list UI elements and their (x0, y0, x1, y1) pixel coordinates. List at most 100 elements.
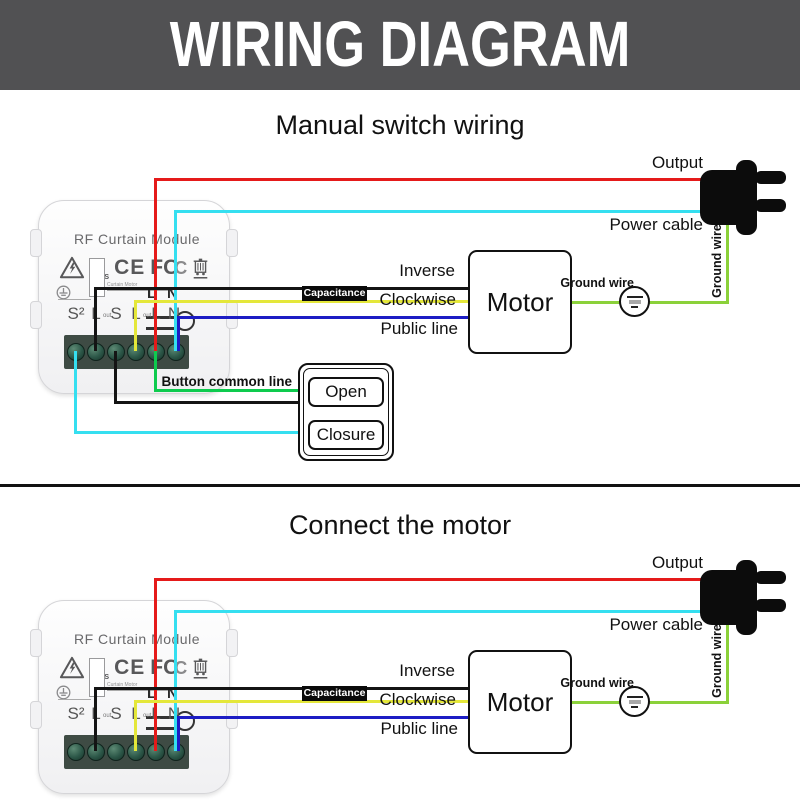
connect-the-motor-diagram: Connect the motor RF Curtain Module ✓ Ro… (0, 500, 800, 800)
ground-wire-vertical-label: Ground wire (710, 624, 724, 698)
section-title: Manual switch wiring (275, 110, 525, 140)
input-terminal-n-label: N (167, 685, 178, 702)
circuit-trace (96, 695, 97, 707)
clockwise-wire-vertical (133, 700, 137, 751)
motor-box: Motor (468, 650, 572, 754)
live-output-wire-horizontal (153, 178, 703, 181)
neutral-power-wire-horizontal (173, 610, 703, 613)
inverse-wire-horizontal (93, 687, 469, 690)
mini-diagram-label: Curtain Motor (107, 282, 138, 288)
ground-symbol-icon (619, 286, 650, 317)
mounting-clip (226, 629, 238, 657)
weee-bin-icon (193, 658, 208, 679)
closure-button-wire-vertical (73, 351, 77, 434)
plug-prong (755, 199, 786, 212)
output-label: Output (651, 553, 703, 572)
page-title: WIRING DIAGRAM (169, 8, 631, 80)
section-divider (0, 484, 800, 487)
ground-wire-vertical-label: Ground wire (710, 224, 724, 298)
inverse-label: Inverse (399, 661, 455, 680)
ground-bar (628, 299, 641, 304)
power-cable-label: Power cable (609, 615, 703, 634)
circuit-trace (96, 295, 97, 307)
ground-bar (628, 699, 641, 704)
inverse-label: Inverse (399, 261, 455, 280)
plug-prong (755, 599, 786, 612)
terminal-sub-out: out (103, 313, 112, 319)
relay-component (89, 658, 105, 697)
section-title: Connect the motor (288, 510, 512, 540)
wall-switch-frame (303, 368, 389, 456)
pairing-line (146, 327, 176, 330)
input-terminal-n-label: N (167, 285, 178, 302)
terminal-sub-out: out (103, 713, 112, 719)
ground-symbol-icon (619, 686, 650, 717)
power-cable-label: Power cable (609, 215, 703, 234)
ground-wire-vertical (726, 225, 729, 303)
earth-ground-icon (56, 285, 71, 300)
ce-mark: CE (114, 256, 146, 279)
pairing-line (146, 716, 176, 719)
power-plug-icon (700, 170, 740, 225)
motor-label: Motor (486, 286, 554, 317)
capacitance-badge: Capacitance (302, 686, 367, 701)
clockwise-wire-horizontal (133, 700, 469, 703)
public-line-label: Public line (380, 319, 459, 338)
clockwise-wire-horizontal (133, 300, 469, 303)
terminal-sub-out: out (143, 713, 152, 719)
input-terminal-l-label: L (147, 685, 157, 702)
public-line-wire-vertical (177, 716, 180, 751)
circuit-trace (107, 290, 173, 291)
clockwise-label: Clockwise (379, 290, 456, 309)
power-plug-icon (700, 570, 740, 625)
mounting-clip (30, 701, 42, 729)
circuit-trace (58, 699, 91, 700)
certification-icons: ✓ RoHS CE FCC (59, 653, 209, 683)
ce-mark: CE (114, 656, 146, 679)
terminal-label-s2: S (110, 304, 122, 323)
public-line-wire-horizontal (177, 716, 468, 719)
motor-box: Motor (468, 250, 572, 354)
terminal-block (64, 735, 189, 769)
circuit-trace (58, 299, 91, 300)
open-button-wire-vertical (113, 351, 117, 404)
ground-wire-vertical (726, 625, 729, 703)
mounting-clip (226, 701, 238, 729)
open-button-wire-horizontal (113, 401, 300, 404)
inverse-wire-vertical (93, 687, 97, 751)
terminal-label-s1: S² (67, 704, 85, 723)
neutral-power-wire-vertical (173, 610, 177, 751)
public-line-wire-horizontal (177, 316, 468, 319)
fcc-mark-outline: C (174, 657, 188, 678)
wall-switch-panel: Open Closure (298, 363, 394, 461)
fcc-mark-outline: C (174, 257, 188, 278)
manual-switch-wiring-diagram: Manual switch wiring RF Curtain Module ✓… (0, 100, 800, 500)
terminal-screw-s1 (67, 743, 85, 761)
terminal-block (64, 335, 189, 369)
ground-bar (626, 695, 643, 698)
clockwise-label: Clockwise (379, 690, 456, 709)
inverse-wire-horizontal (93, 287, 469, 290)
mounting-clip (30, 629, 42, 657)
pairing-line (146, 316, 176, 319)
clockwise-wire-vertical (133, 300, 137, 351)
neutral-power-wire-vertical (173, 210, 177, 351)
button-common-line-label: Button common line (161, 374, 293, 389)
title-banner: WIRING DIAGRAM (0, 0, 800, 90)
module-name: RF Curtain Module (74, 631, 200, 647)
earth-ground-icon (56, 685, 71, 700)
mounting-clip (30, 229, 42, 257)
rf-curtain-module: RF Curtain Module ✓ RoHS CE FCC (30, 200, 238, 394)
power-plug-head (736, 160, 757, 235)
ground-wire-label: Ground wire (560, 276, 634, 290)
power-plug-head (736, 560, 757, 635)
mounting-clip (226, 301, 238, 329)
relay-component (89, 258, 105, 297)
ground-bar (631, 305, 638, 308)
terminal-label-s2: S (110, 704, 122, 723)
public-line-label: Public line (380, 719, 459, 738)
capacitance-badge: Capacitance (302, 286, 367, 301)
plug-prong (755, 571, 786, 584)
open-button: Open (308, 377, 384, 407)
